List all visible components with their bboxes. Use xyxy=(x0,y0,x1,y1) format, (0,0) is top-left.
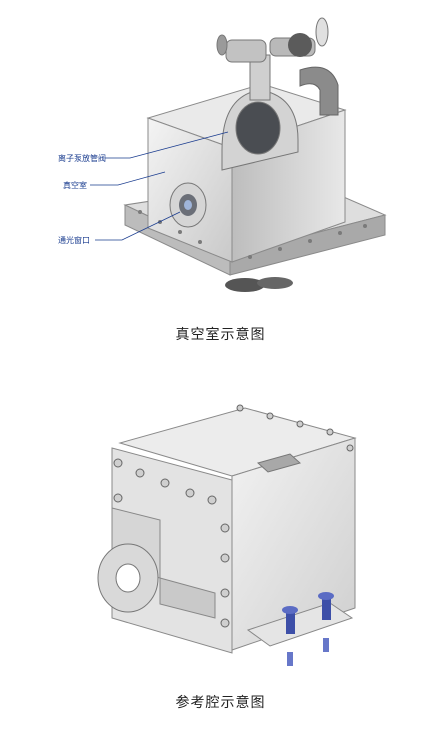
reference-cavity-figure xyxy=(0,368,441,680)
callout-optical-window: 通光窗口 xyxy=(58,236,90,245)
vacuum-chamber-figure: 离子泵放管阀 真空室 通光窗口 xyxy=(0,0,441,300)
vacuum-chamber-drawing xyxy=(90,17,387,292)
callout-vacuum-chamber: 真空室 xyxy=(63,181,87,190)
figure-caption-reference-cavity: 参考腔示意图 xyxy=(175,695,266,711)
callout-ion-pump-valve: 离子泵放管阀 xyxy=(58,154,106,163)
figure-caption-vacuum-chamber: 真空室示意图 xyxy=(175,327,266,343)
reference-cavity-drawing xyxy=(97,404,357,666)
